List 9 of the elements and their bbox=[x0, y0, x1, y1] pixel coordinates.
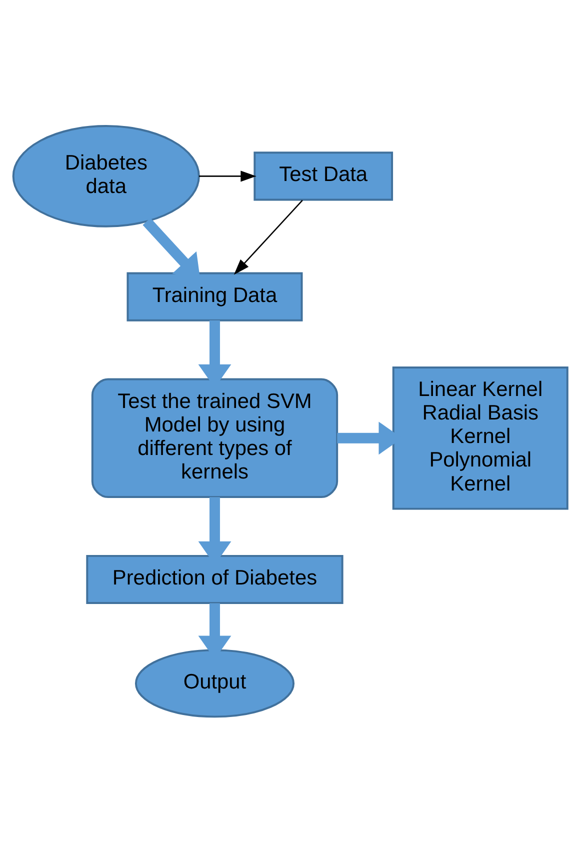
node-box: Linear Kernel Radial Basis Kernel Polynomial Kernel bbox=[392, 366, 568, 510]
node-box: Test the trained SVM Model by using different types of kernels bbox=[91, 378, 338, 498]
arrow bbox=[199, 170, 256, 182]
node-ellipse: Output bbox=[134, 648, 295, 718]
arrow bbox=[234, 199, 303, 274]
node-box: Training Data bbox=[126, 272, 303, 321]
node-box: Test Data bbox=[254, 151, 394, 200]
node-ellipse: Diabetes data bbox=[12, 124, 200, 227]
node-box: Prediction of Diabetes bbox=[86, 554, 344, 604]
